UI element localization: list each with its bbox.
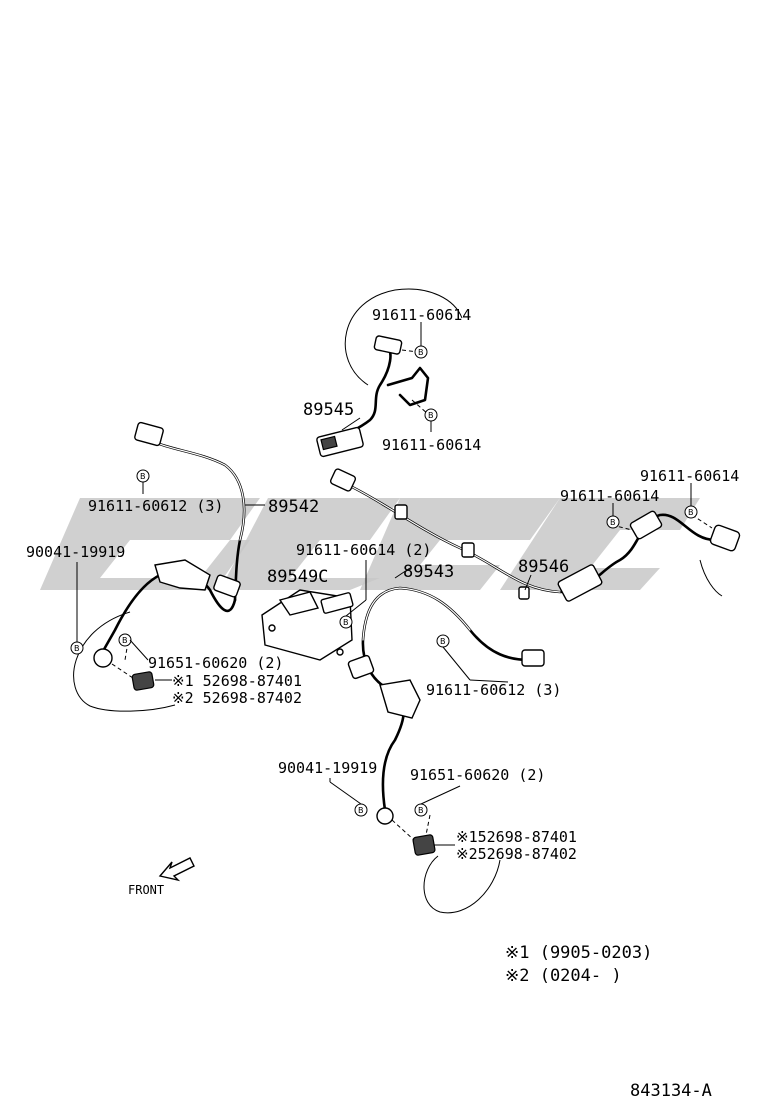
bolt-markers: B B B B B B B B B B B [70, 345, 698, 817]
bolt-b-9: B [436, 634, 450, 648]
diagram-code: 843134-A [630, 1081, 712, 1101]
svg-text:B: B [140, 472, 146, 481]
bolt-b-5: B [684, 505, 698, 519]
svg-text:B: B [358, 806, 364, 815]
label-89545: 89545 [303, 400, 354, 420]
svg-text:B: B [122, 636, 128, 645]
bolt-b-2: B [424, 408, 438, 422]
label-89542: 89542 [268, 497, 319, 517]
bolt-b-6: B [339, 615, 353, 629]
svg-text:B: B [428, 411, 434, 420]
svg-text:B: B [688, 508, 694, 517]
bolt-b-3: B [136, 469, 150, 483]
part-labels: 91611-60614 89545 91611-60614 91611-6061… [26, 306, 739, 863]
harness-89543 [347, 586, 545, 914]
bolt-b-7: B [118, 633, 132, 647]
label-91611-60612-right: 91611-60612 (3) [426, 681, 561, 699]
label-52698-87401-low: ※152698-87401 [456, 828, 577, 846]
bolt-b-4: B [606, 515, 620, 529]
label-91611-60614-2: 91611-60614 (2) [296, 541, 431, 559]
label-89549c: 89549C [267, 567, 328, 587]
bolt-b-10: B [354, 803, 368, 817]
label-91651-60620-low: 91651-60620 (2) [410, 766, 545, 784]
computer-89549c [261, 589, 354, 661]
front-arrow: FRONT [128, 857, 195, 897]
harness-89546 [329, 468, 741, 602]
bolt-b-11: B [414, 803, 428, 817]
bolt-b-1: B [414, 345, 428, 359]
label-52698-87401-left: ※1 52698-87401 [172, 672, 302, 690]
svg-text:B: B [440, 637, 446, 646]
svg-text:B: B [343, 618, 349, 627]
label-90041-19919-low: 90041-19919 [278, 759, 377, 777]
label-52698-87402-low: ※252698-87402 [456, 845, 577, 863]
label-91611-60612-left: 91611-60612 (3) [88, 497, 223, 515]
bolt-b-8: B [70, 641, 84, 655]
svg-text:B: B [74, 644, 80, 653]
harness-89542 [73, 421, 246, 712]
label-52698-87402-left: ※2 52698-87402 [172, 689, 302, 707]
front-label: FRONT [128, 883, 164, 897]
label-90041-19919-left: 90041-19919 [26, 543, 125, 561]
label-91611-60614-top: 91611-60614 [372, 306, 471, 324]
svg-text:B: B [610, 518, 616, 527]
label-91651-60620-left: 91651-60620 (2) [148, 654, 283, 672]
label-89546: 89546 [518, 557, 569, 577]
harness-89545 [316, 288, 463, 458]
svg-text:B: B [418, 806, 424, 815]
legend-note-1: ※1 (9905-0203) [505, 943, 652, 963]
label-91611-60614-mid: 91611-60614 [382, 436, 481, 454]
label-89543: 89543 [403, 562, 454, 582]
legend-note-2: ※2 (0204- ) [505, 966, 622, 986]
svg-text:B: B [418, 348, 424, 357]
label-91611-60614-right2: 91611-60614 [560, 487, 659, 505]
label-91611-60614-right1: 91611-60614 [640, 467, 739, 485]
legend: ※1 (9905-0203) ※2 (0204- ) [505, 943, 652, 986]
leader-lines [76, 322, 692, 846]
